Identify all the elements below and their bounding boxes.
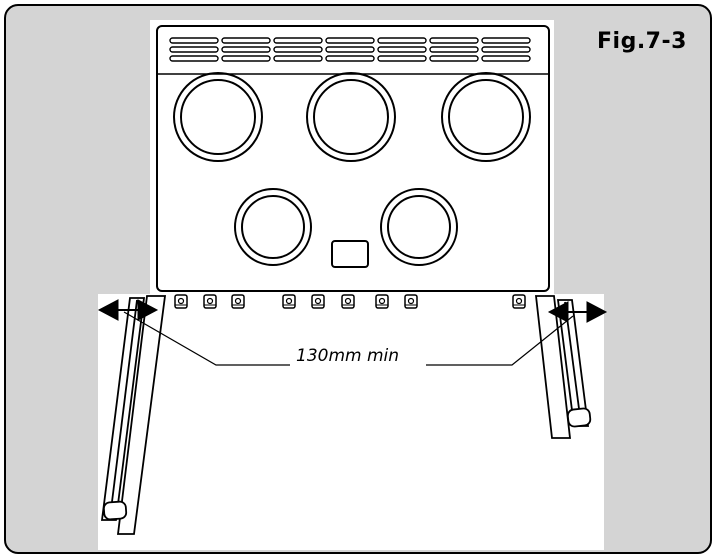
- large-burner-right: [441, 72, 531, 162]
- control-knob: [512, 294, 526, 309]
- vent-slot: [273, 55, 323, 62]
- vent-slot: [377, 55, 427, 62]
- left-cabinet-door: [100, 295, 167, 535]
- vent-slot: [221, 55, 271, 62]
- vent-slot: [377, 46, 427, 53]
- vent-slots: [169, 37, 531, 62]
- control-knob: [282, 294, 296, 309]
- control-knob: [311, 294, 325, 309]
- small-burner-right: [380, 188, 458, 266]
- vent-slot: [481, 55, 531, 62]
- right-cabinet-door: [534, 295, 592, 439]
- large-burner-center: [306, 72, 396, 162]
- control-knob: [404, 294, 418, 309]
- dimension-label: 130mm min: [296, 346, 400, 366]
- control-knob: [231, 294, 245, 309]
- vent-slot: [325, 46, 375, 53]
- floor-area: [98, 294, 604, 550]
- vent-slot: [429, 37, 479, 44]
- vent-slot: [221, 46, 271, 53]
- large-burner-left: [173, 72, 263, 162]
- figure-label: Fig.7-3: [597, 29, 687, 54]
- vent-slot: [169, 37, 219, 44]
- vent-slot: [273, 46, 323, 53]
- control-knob: [174, 294, 188, 309]
- left-dimension-arrow: [97, 299, 159, 321]
- control-panel: [331, 240, 369, 268]
- control-knob: [341, 294, 355, 309]
- vent-slot: [169, 55, 219, 62]
- vent-slot: [429, 55, 479, 62]
- left-leader-line: [123, 311, 290, 366]
- small-burner-left: [234, 188, 312, 266]
- control-knob: [375, 294, 389, 309]
- vent-slot: [377, 37, 427, 44]
- vent-slot: [325, 37, 375, 44]
- vent-slot: [481, 37, 531, 44]
- control-knob: [203, 294, 217, 309]
- vent-slot: [325, 55, 375, 62]
- vent-slot: [273, 37, 323, 44]
- control-knobs: [174, 294, 526, 309]
- vent-slot: [481, 46, 531, 53]
- vent-slot: [221, 37, 271, 44]
- right-dimension-arrow: [547, 301, 608, 323]
- vent-slot: [429, 46, 479, 53]
- vent-slot: [169, 46, 219, 53]
- right-leader-line: [426, 315, 574, 366]
